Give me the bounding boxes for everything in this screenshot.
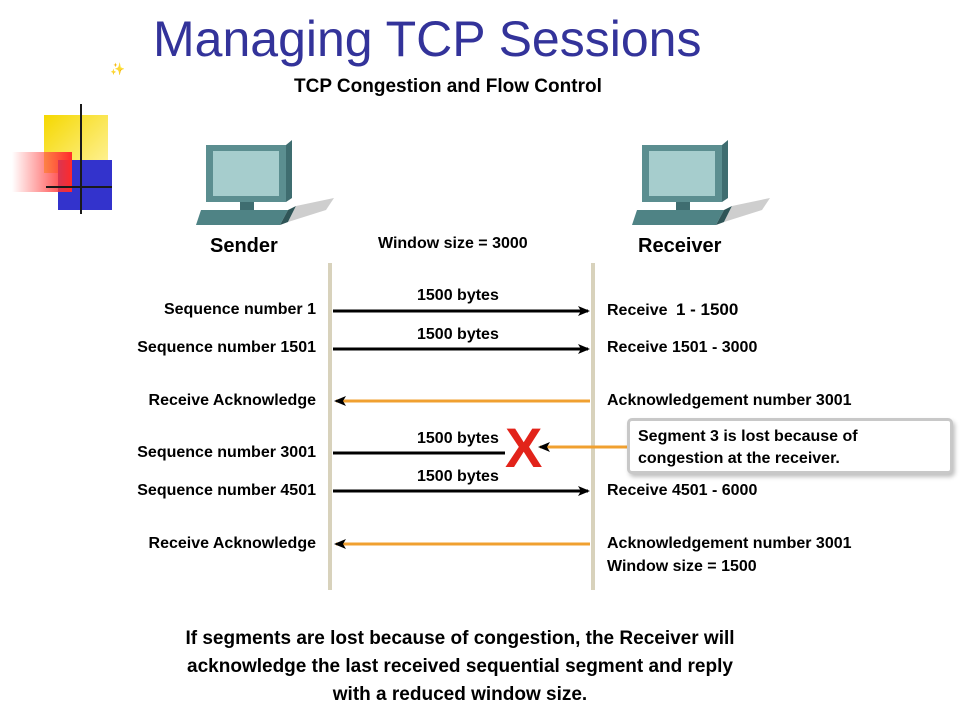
receiver-window-size-label: Window size = 1500: [607, 558, 757, 575]
bytes-label-4: 1500 bytes: [417, 468, 499, 485]
explanation-line-3: with a reduced window size.: [332, 684, 588, 705]
bytes-label-2: 1500 bytes: [417, 326, 499, 343]
receiver-label: Receiver: [638, 235, 722, 257]
page-title: Managing TCP Sessions: [153, 11, 702, 67]
explanation-line-1: If segments are lost because of congesti…: [185, 628, 735, 649]
lost-segment-callout: Segment 3 is lost because of congestion …: [627, 418, 953, 474]
lost-segment-x-icon: X: [505, 416, 543, 479]
decorative-square-red: [12, 152, 72, 192]
decorative-line-horizontal: [46, 186, 112, 188]
receive-prefix: Receive: [607, 302, 668, 319]
sender-step-label: Sequence number 1501: [137, 339, 316, 356]
sender-step-label: Sequence number 4501: [137, 482, 316, 499]
decorative-line-vertical: [80, 104, 82, 214]
sender-step-label: Receive Acknowledge: [148, 392, 316, 409]
small-mark-icon: ✨: [110, 62, 125, 76]
sender-timeline: [328, 263, 332, 590]
sender-step-label: Sequence number 1: [163, 301, 316, 318]
window-size-label: Window size = 3000: [378, 235, 528, 252]
receive-range: 1 - 1500: [675, 300, 739, 319]
callout-line-2: congestion at the receiver.: [638, 450, 840, 467]
sender-computer-icon: [196, 140, 334, 225]
bytes-label-1: 1500 bytes: [417, 287, 499, 304]
receiver-timeline: [591, 263, 595, 590]
diagram-title: TCP Congestion and Flow Control: [294, 76, 602, 97]
receiver-computer-icon: [632, 140, 770, 225]
receiver-step-label: Acknowledgement number 3001: [607, 535, 852, 552]
explanation-line-2: acknowledge the last received sequential…: [187, 656, 733, 677]
callout-line-1: Segment 3 is lost because of: [638, 428, 858, 445]
bytes-label-3: 1500 bytes: [417, 430, 499, 447]
sender-step-label: Sequence number 3001: [137, 444, 316, 461]
explanation-text: If segments are lost because of congesti…: [130, 625, 790, 709]
sender-step-label: Receive Acknowledge: [148, 535, 316, 552]
receiver-step-label: Receive 4501 - 6000: [607, 482, 758, 499]
sender-label: Sender: [210, 235, 278, 257]
receiver-step-label: Acknowledgement number 3001: [607, 392, 852, 409]
receiver-step-label: Receive 1 - 1500: [607, 301, 738, 320]
receiver-step-label: Receive 1501 - 3000: [607, 339, 758, 356]
